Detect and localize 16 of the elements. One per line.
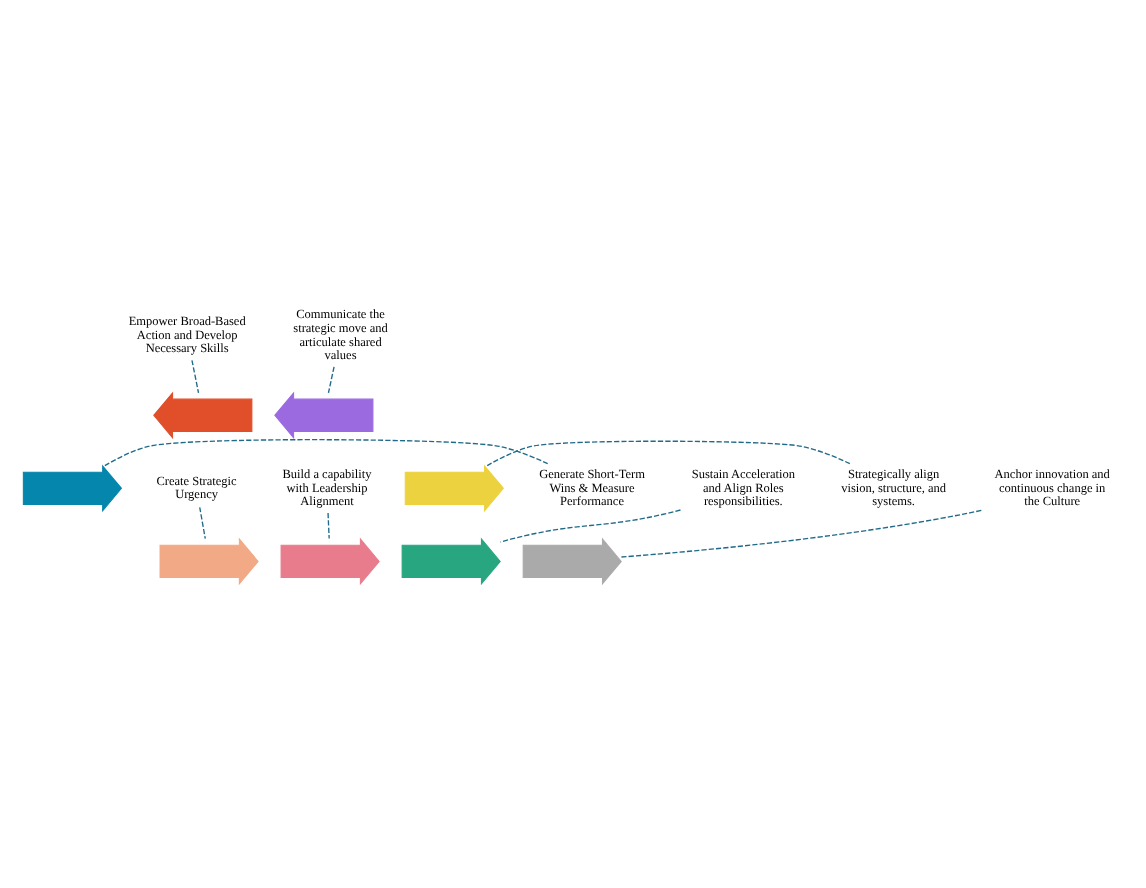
connector xyxy=(199,506,206,540)
connector xyxy=(486,440,851,467)
node-arrow xyxy=(22,464,123,513)
node-arrow xyxy=(522,537,622,586)
connector xyxy=(327,512,330,540)
connector xyxy=(191,359,200,394)
connector xyxy=(620,509,982,558)
node-arrow xyxy=(280,537,380,586)
node-arrow xyxy=(401,537,501,586)
connector xyxy=(104,439,549,467)
node-arrow xyxy=(274,391,374,440)
node-arrow xyxy=(404,464,505,513)
connector xyxy=(499,509,682,543)
node-arrow xyxy=(159,537,259,586)
connector xyxy=(327,366,335,394)
node-arrow xyxy=(153,391,253,440)
